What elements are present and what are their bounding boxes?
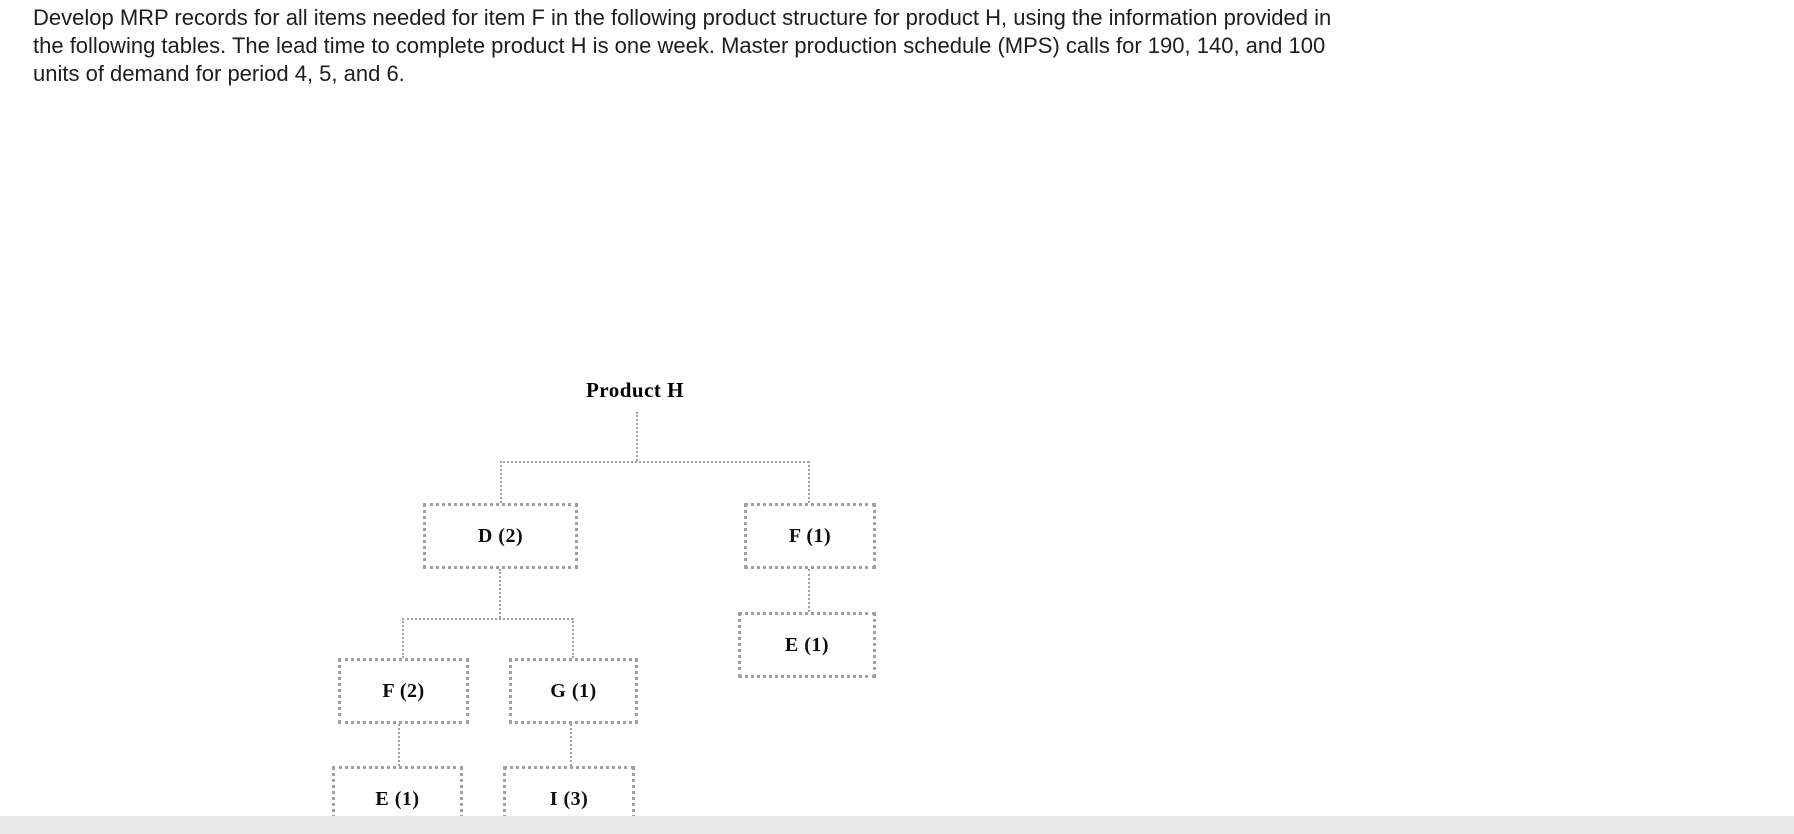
problem-line-1: Develop MRP records for all items needed… [33,5,1332,30]
connector-f1-to-e [808,569,810,612]
node-f-under-d: F (2) [338,658,469,724]
problem-line-2: the following tables. The lead time to c… [33,33,1326,58]
bottom-gray-strip [0,816,1794,834]
node-product-h: Product H [585,378,685,402]
connector-stub-to-g [572,618,574,658]
node-g: G (1) [509,658,638,724]
connector-f2-to-e [398,724,400,766]
connector-g-to-i [570,724,572,766]
problem-line-3: units of demand for period 4, 5, and 6. [33,61,405,86]
connector-level2-horizontal [402,618,573,620]
connector-stub-to-f2 [402,618,404,658]
connector-d-down [499,569,501,618]
connector-stub-to-f1 [808,461,810,503]
connector-level1-horizontal [500,461,809,463]
node-d: D (2) [423,503,578,569]
node-e-under-f1: E (1) [738,612,876,678]
connector-stub-to-d [500,461,502,503]
node-f-under-h: F (1) [744,503,876,569]
problem-statement: Develop MRP records for all items needed… [33,4,1763,88]
connector-root-vertical [636,412,638,461]
